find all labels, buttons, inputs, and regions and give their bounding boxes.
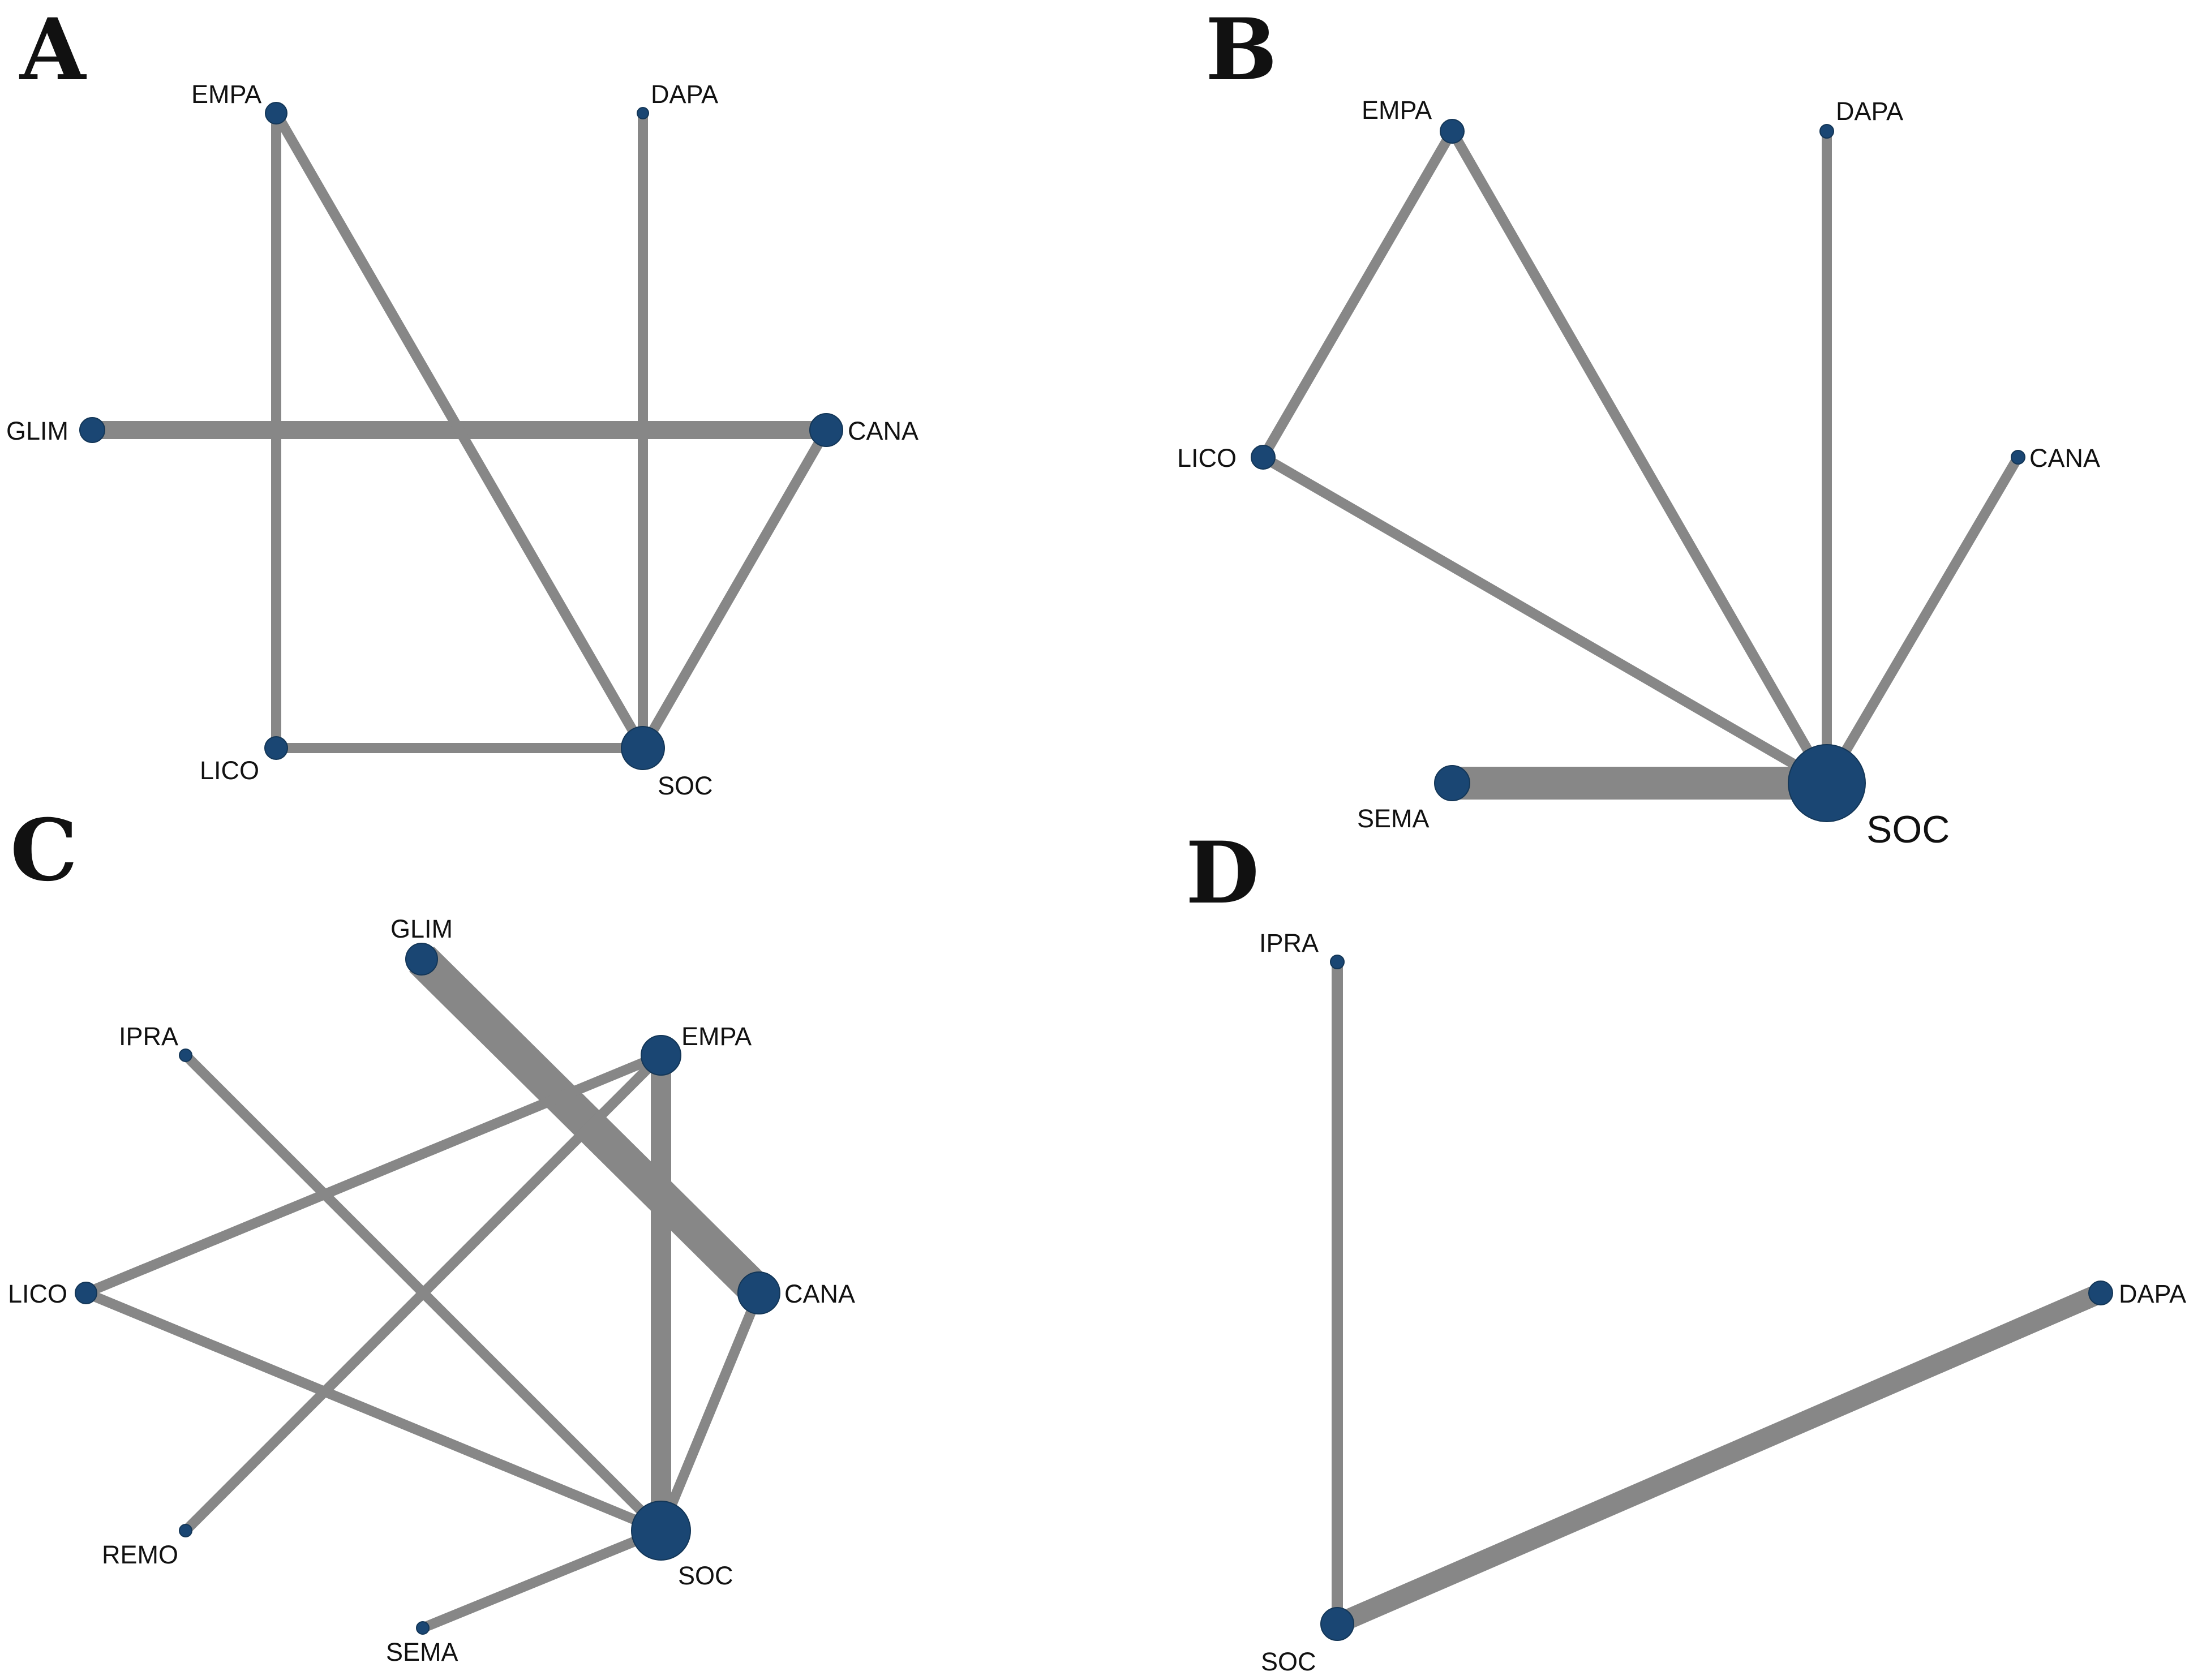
node-label-glim: GLIM xyxy=(6,416,68,445)
node-glim xyxy=(79,417,105,443)
node-soc xyxy=(621,726,665,770)
node-label-empa: EMPA xyxy=(191,80,261,109)
node-dapa xyxy=(2088,1281,2113,1305)
edge-lico-soc xyxy=(1260,453,1830,788)
node-label-empa: EMPA xyxy=(1362,96,1432,124)
edge-cana-soc xyxy=(656,1291,764,1533)
node-dapa xyxy=(1819,124,1834,139)
node-glim xyxy=(405,943,438,976)
node-label-ipra: IPRA xyxy=(119,1022,178,1051)
panel-d: IPRA DAPA SOC D xyxy=(1186,823,2186,1676)
panel-label-b: B xyxy=(1205,0,1277,100)
panel-c-edges xyxy=(84,946,771,1633)
edge-cana-soc xyxy=(1822,454,2023,786)
node-sema xyxy=(416,1621,430,1635)
node-lico xyxy=(75,1282,97,1304)
node-lico xyxy=(1251,445,1276,470)
node-label-dapa: DAPA xyxy=(651,80,718,109)
node-remo xyxy=(179,1524,192,1537)
node-cana xyxy=(2011,450,2025,465)
edge-lico-empa xyxy=(84,1050,663,1298)
panel-b: EMPA DAPA LICO CANA SEMA SOC B xyxy=(1177,0,2100,851)
edge-empa-soc xyxy=(272,110,647,751)
panel-d-nodes: IPRA DAPA SOC xyxy=(1259,929,2186,1676)
panel-c: GLIM IPRA EMPA LICO CANA REMO SOC SEMA C xyxy=(8,801,855,1666)
edge-sema-soc xyxy=(420,1526,663,1633)
node-label-empa: EMPA xyxy=(681,1022,752,1051)
node-cana xyxy=(809,413,843,447)
node-empa xyxy=(641,1035,681,1076)
edge-soc-dapa xyxy=(1333,1283,2105,1634)
node-soc xyxy=(631,1501,691,1561)
node-label-remo: REMO xyxy=(102,1540,178,1569)
node-ipra xyxy=(1330,955,1345,969)
node-ipra xyxy=(179,1049,192,1062)
edge-empa-lico xyxy=(1259,128,1457,460)
panel-label-d: D xyxy=(1186,823,1259,923)
node-label-glim: GLIM xyxy=(390,914,453,943)
panel-b-nodes: EMPA DAPA LICO CANA SEMA SOC xyxy=(1177,96,2100,851)
node-empa xyxy=(1440,119,1465,144)
node-dapa xyxy=(637,107,649,119)
edge-remo-empa xyxy=(182,1051,665,1535)
panel-c-nodes: GLIM IPRA EMPA LICO CANA REMO SOC SEMA xyxy=(8,914,855,1666)
node-label-sema: SEMA xyxy=(1357,804,1430,833)
node-label-cana: CANA xyxy=(784,1279,855,1308)
node-label-ipra: IPRA xyxy=(1259,929,1319,957)
node-sema xyxy=(1434,765,1470,801)
panel-a: EMPA DAPA GLIM CANA LICO SOC A xyxy=(6,0,918,800)
node-label-soc: SOC xyxy=(1866,808,1950,851)
node-label-dapa: DAPA xyxy=(1836,97,1903,126)
node-lico xyxy=(264,736,288,760)
panel-label-a: A xyxy=(19,0,87,100)
panel-b-edges xyxy=(1259,128,2023,800)
node-label-cana: CANA xyxy=(2029,444,2100,472)
panel-d-edges xyxy=(1332,962,2105,1634)
node-label-lico: LICO xyxy=(8,1279,67,1308)
panel-a-nodes: EMPA DAPA GLIM CANA LICO SOC xyxy=(6,80,918,800)
edge-empa-soc xyxy=(1448,128,1831,786)
node-label-sema: SEMA xyxy=(386,1638,458,1666)
node-cana xyxy=(737,1271,780,1314)
panel-a-edges xyxy=(92,110,831,753)
edge-cana-soc xyxy=(638,427,831,751)
node-soc xyxy=(1320,1607,1354,1641)
node-label-cana: CANA xyxy=(848,416,918,445)
node-label-lico: LICO xyxy=(1177,444,1237,472)
panel-label-c: C xyxy=(10,801,78,900)
node-label-lico: LICO xyxy=(200,756,259,785)
node-label-soc: SOC xyxy=(678,1561,733,1590)
node-soc xyxy=(1788,744,1866,822)
node-empa xyxy=(265,102,287,124)
node-label-dapa: DAPA xyxy=(2119,1279,2186,1308)
edge-lico-soc xyxy=(84,1288,663,1536)
node-label-soc: SOC xyxy=(658,771,713,800)
node-label-soc: SOC xyxy=(1261,1647,1316,1676)
